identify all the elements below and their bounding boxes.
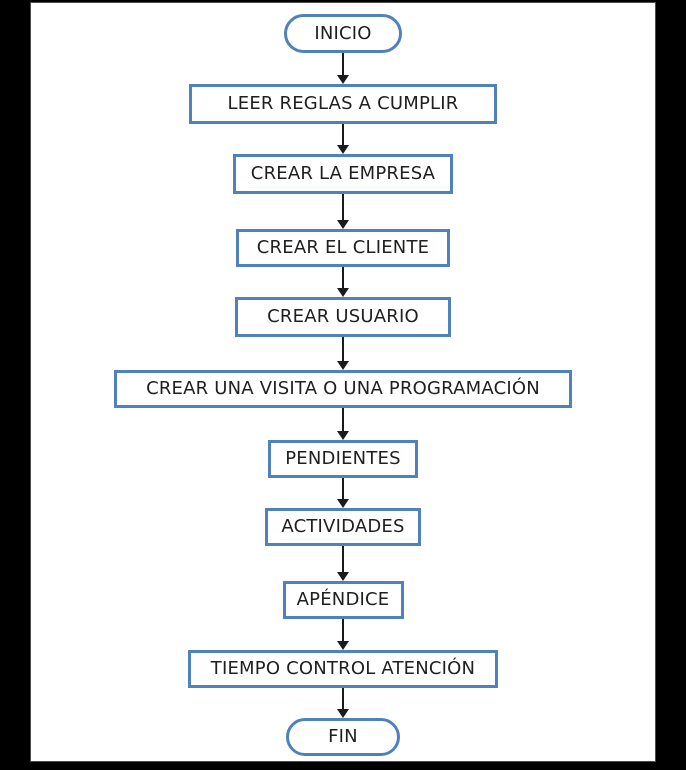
flow-arrow <box>336 688 350 718</box>
node-label: FIN <box>328 726 358 747</box>
node-label: TIEMPO CONTROL ATENCIÓN <box>210 658 476 679</box>
flow-arrow <box>336 619 350 650</box>
flow-arrow <box>336 267 350 297</box>
arrow-shaft <box>342 408 344 431</box>
flow-arrow <box>336 337 350 370</box>
flow-node-inicio: INICIO <box>284 14 402 53</box>
arrow-head-down-icon <box>337 220 349 229</box>
arrow-head-down-icon <box>337 431 349 440</box>
arrow-shaft <box>342 267 344 288</box>
flow-node-crear-empresa: CREAR LA EMPRESA <box>233 154 453 194</box>
arrow-shaft <box>342 619 344 641</box>
node-label: ACTIVIDADES <box>281 516 405 537</box>
flow-node-apendice: APÉNDICE <box>282 581 404 619</box>
arrow-shaft <box>342 194 344 220</box>
arrow-head-down-icon <box>337 145 349 154</box>
arrow-shaft <box>342 53 344 75</box>
flow-arrow <box>336 124 350 154</box>
arrow-shaft <box>342 688 344 709</box>
flow-node-pendientes: PENDIENTES <box>268 440 418 478</box>
arrow-head-down-icon <box>337 499 349 508</box>
arrow-shaft <box>342 337 344 361</box>
flow-arrow <box>336 408 350 440</box>
flow-node-crear-cliente: CREAR EL CLIENTE <box>236 229 450 267</box>
arrow-head-down-icon <box>337 361 349 370</box>
flow-node-crear-usuario: CREAR USUARIO <box>235 297 451 337</box>
arrow-shaft <box>342 478 344 499</box>
flow-node-fin: FIN <box>286 718 400 756</box>
node-label: CREAR LA EMPRESA <box>250 163 436 184</box>
arrow-head-down-icon <box>337 288 349 297</box>
flow-node-tiempo-control-atencion: TIEMPO CONTROL ATENCIÓN <box>188 650 498 688</box>
node-label: PENDIENTES <box>285 448 401 469</box>
arrow-shaft <box>342 546 344 572</box>
node-label: APÉNDICE <box>296 589 390 610</box>
flow-node-leer-reglas: LEER REGLAS A CUMPLIR <box>189 84 497 124</box>
node-label: CREAR EL CLIENTE <box>256 237 430 258</box>
node-label: CREAR UNA VISITA O UNA PROGRAMACIÓN <box>146 378 540 399</box>
arrow-head-down-icon <box>337 709 349 718</box>
flow-node-actividades: ACTIVIDADES <box>265 508 421 546</box>
flow-arrow <box>336 194 350 229</box>
arrow-head-down-icon <box>337 572 349 581</box>
arrow-shaft <box>342 124 344 145</box>
flow-arrow <box>336 546 350 581</box>
arrow-head-down-icon <box>337 75 349 84</box>
flow-arrow <box>336 478 350 508</box>
flow-arrow <box>336 53 350 84</box>
node-label: CREAR USUARIO <box>267 306 419 327</box>
flow-node-crear-visita-programacion: CREAR UNA VISITA O UNA PROGRAMACIÓN <box>114 370 572 408</box>
node-label: LEER REGLAS A CUMPLIR <box>227 93 459 114</box>
node-label: INICIO <box>314 22 372 44</box>
arrow-head-down-icon <box>337 641 349 650</box>
flowchart-canvas: INICIO LEER REGLAS A CUMPLIR CREAR LA EM… <box>30 2 656 762</box>
